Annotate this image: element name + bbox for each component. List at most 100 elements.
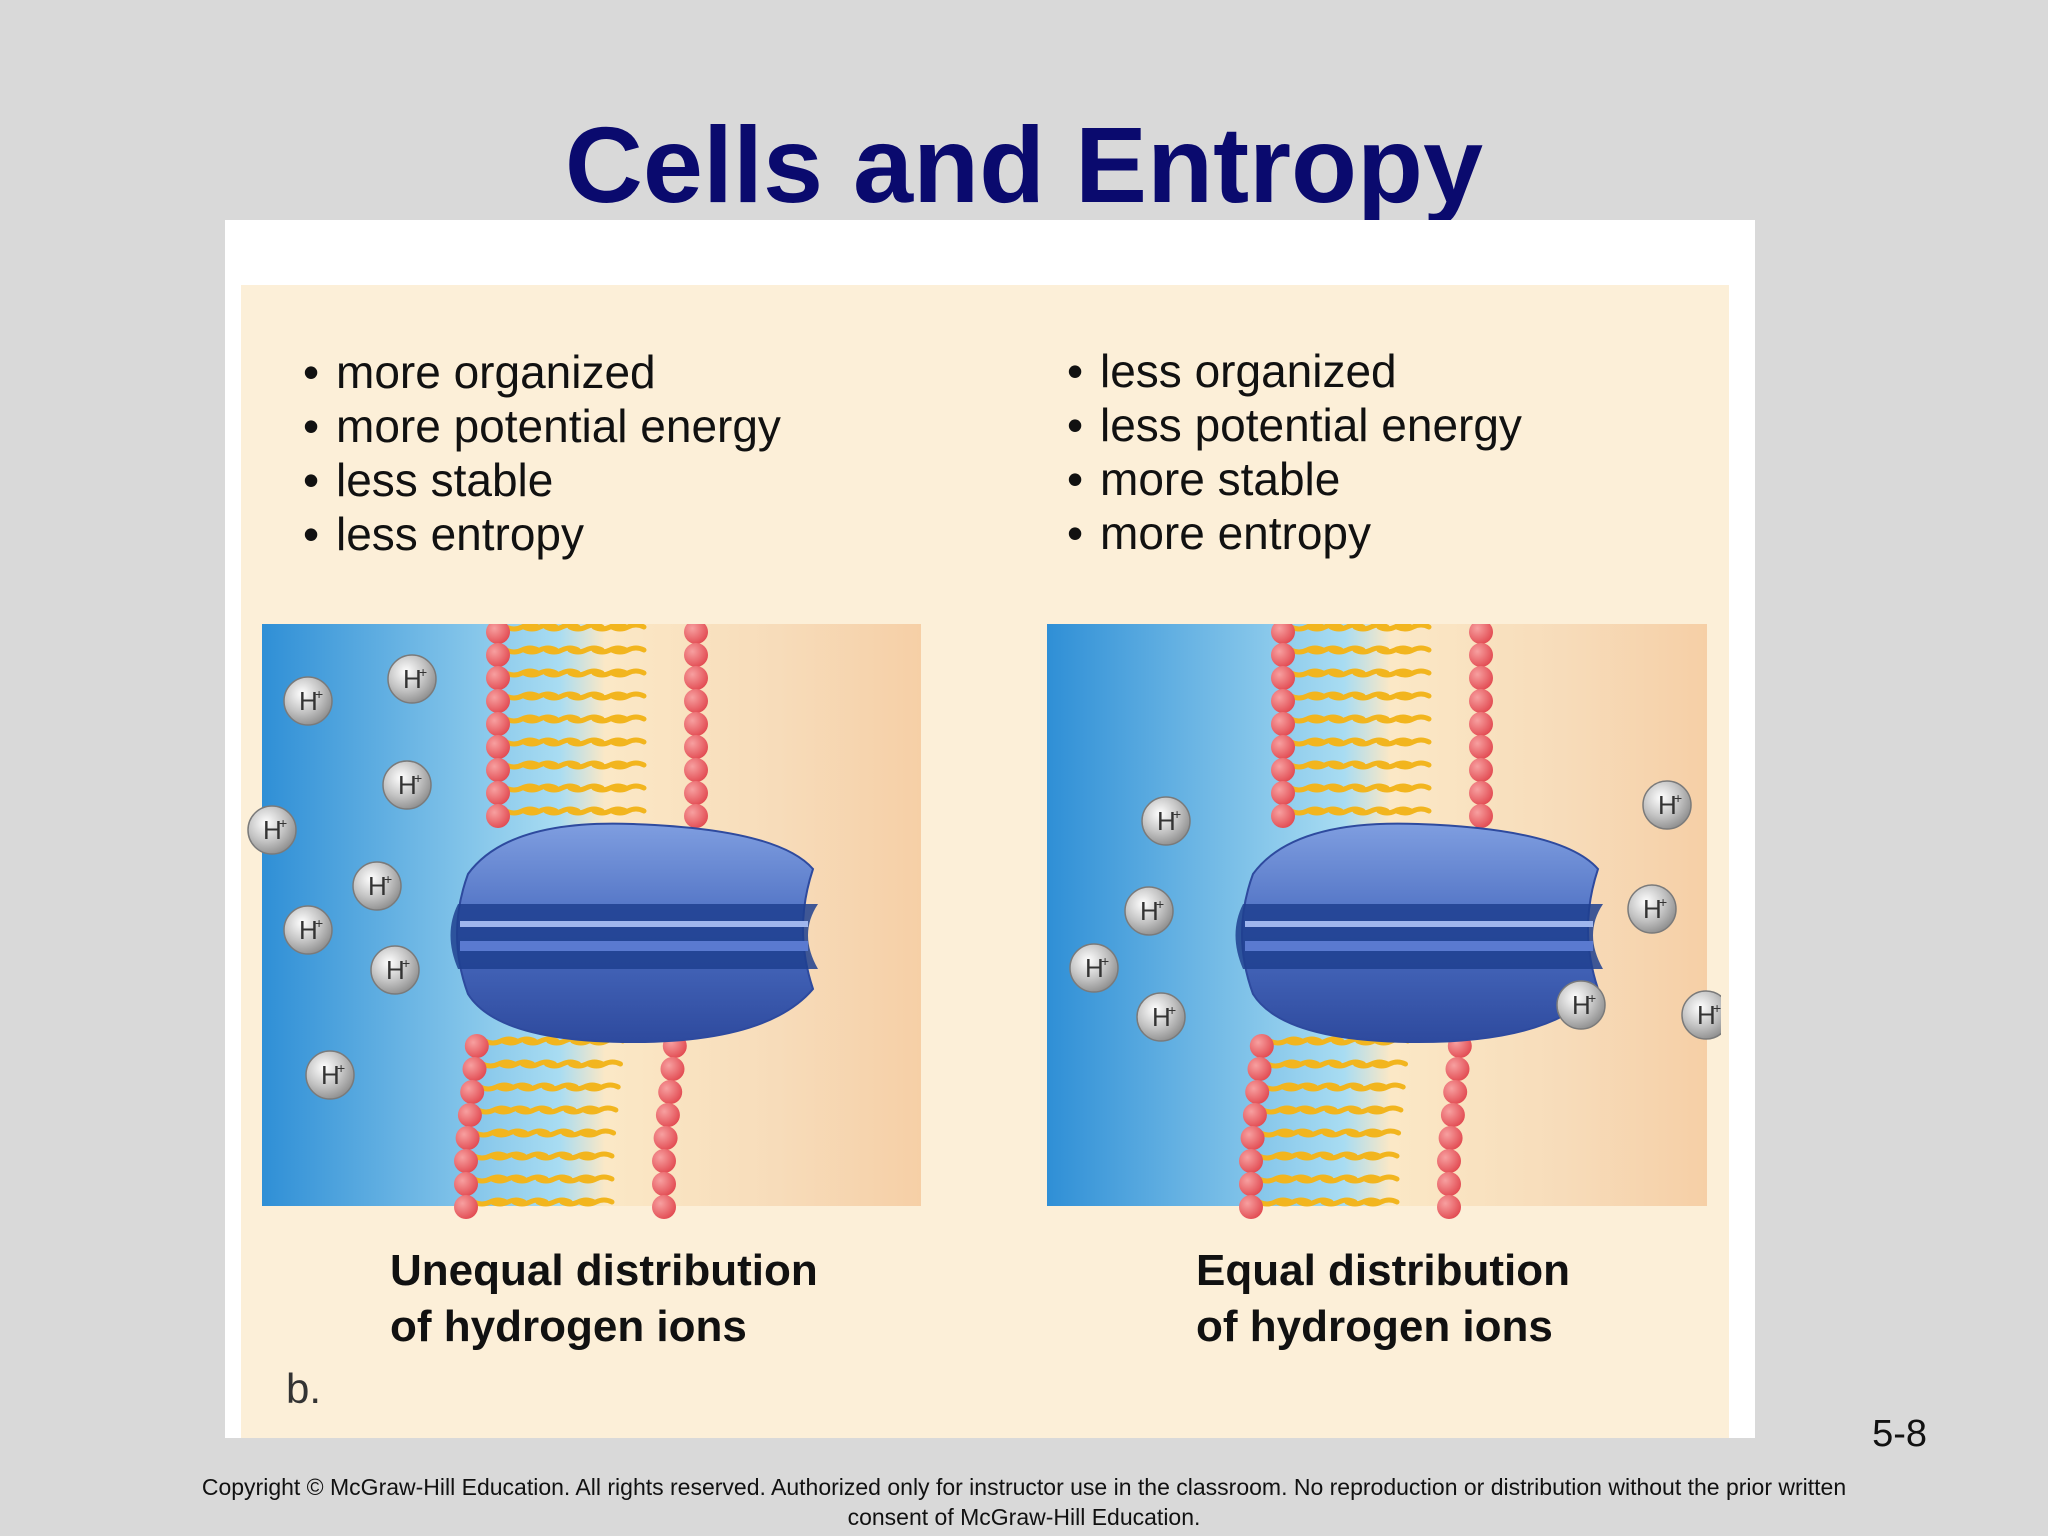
lipid-tail: [1394, 806, 1432, 816]
lipid-head: [684, 735, 708, 759]
lipid-head: [1469, 689, 1493, 713]
lipid-head: [1469, 643, 1493, 667]
lipid-tail: [567, 624, 605, 632]
left-caption-line: of hydrogen ions: [390, 1302, 747, 1351]
ion-label: H: [1157, 806, 1176, 836]
lipid-tail: [567, 806, 605, 816]
lipid-tail: [1307, 1036, 1345, 1046]
lipid-head: [660, 1057, 685, 1081]
lipid-tail: [1324, 1105, 1362, 1115]
ion-label: H: [1643, 894, 1662, 924]
ion-label: H: [1085, 953, 1104, 983]
lipid-head: [1271, 735, 1295, 759]
ion-label: H: [263, 815, 282, 845]
ion-label: H: [321, 1060, 340, 1090]
lipid-head: [1437, 1195, 1461, 1219]
lipid-tail: [1362, 1151, 1400, 1161]
lipid-tail: [1352, 624, 1390, 632]
lipid-head: [1438, 1126, 1463, 1150]
lipid-tail: [1274, 1151, 1312, 1161]
hydrogen-ions: H+H+H+H+H+H+H+H+: [1069, 780, 1721, 1042]
lipid-head: [1249, 1034, 1274, 1058]
ion-label: H: [386, 955, 405, 985]
lipid-tail: [567, 714, 605, 724]
lipid-tail: [543, 714, 581, 724]
lipid-head: [486, 804, 510, 828]
lipid-tail: [521, 737, 559, 747]
lipid-tail: [495, 1082, 533, 1092]
lipid-head: [1469, 781, 1493, 805]
lipid-tail: [535, 1174, 573, 1184]
lipid-tail: [1352, 668, 1390, 678]
channel-pore: [450, 904, 818, 969]
slide-number: 5-8: [1872, 1413, 1927, 1455]
right-bullet-item: less organized: [1067, 344, 1522, 398]
lipid-head: [1437, 1172, 1461, 1196]
lipid-head: [684, 666, 708, 690]
lipid-tail: [1352, 691, 1390, 701]
ion-sphere: [1124, 886, 1174, 936]
ion-charge: +: [315, 686, 323, 702]
lipid-head: [486, 624, 510, 644]
lipid-head: [464, 1034, 489, 1058]
ion-label: H: [368, 871, 387, 901]
lipid-head: [684, 804, 708, 828]
lipid-head: [486, 666, 510, 690]
lipid-tail: [1322, 1128, 1360, 1138]
ion-sphere: [283, 905, 333, 955]
ion-label: H: [299, 686, 318, 716]
lipid-tail: [1326, 1082, 1364, 1092]
lipid-tail: [1394, 668, 1432, 678]
right-caption-line: of hydrogen ions: [1196, 1302, 1553, 1351]
lipid-tail: [609, 624, 647, 632]
lipid-tail: [609, 783, 647, 793]
lipid-tail: [1302, 1082, 1340, 1092]
lipid-head: [1440, 1103, 1465, 1127]
lipid-tail: [567, 737, 605, 747]
lipid-tail: [513, 1128, 551, 1138]
lipid-tail: [517, 1082, 555, 1092]
ion-label: H: [403, 664, 422, 694]
lipid-tail: [1328, 668, 1366, 678]
lipid-head: [454, 1149, 478, 1173]
lipid-tail: [543, 806, 581, 816]
hydrogen-ion: H+: [305, 1050, 355, 1100]
lipid-tail: [543, 783, 581, 793]
lipid-head: [1271, 624, 1295, 644]
lipid-tail: [1298, 1128, 1336, 1138]
lipid-tail: [1328, 691, 1366, 701]
lipid-tail: [1328, 737, 1366, 747]
lipid-tail: [1352, 806, 1390, 816]
ion-sphere: [305, 1050, 355, 1100]
lipid-tail: [1306, 624, 1344, 632]
left-caption: Unequal distribution of hydrogen ions: [390, 1243, 818, 1355]
right-membrane-illustration: H+H+H+H+H+H+H+H+: [1047, 624, 1721, 1219]
lipid-tail: [609, 806, 647, 816]
channel-pore: [1235, 904, 1603, 969]
lipid-head: [652, 1172, 676, 1196]
right-bullet-item: more entropy: [1067, 506, 1522, 560]
lipid-tail: [1328, 760, 1366, 770]
lipid-tail: [1329, 1059, 1366, 1069]
lipid-tail: [1394, 760, 1432, 770]
lipid-tail: [521, 714, 559, 724]
lipid-tail: [1305, 1059, 1342, 1069]
lipid-tail: [543, 737, 581, 747]
hydrogen-ion: H+: [1069, 943, 1119, 993]
lipid-tail: [520, 1059, 557, 1069]
lipid-head: [462, 1057, 487, 1081]
lipid-tail: [1285, 1036, 1323, 1046]
lipid-tail: [567, 760, 605, 770]
ion-charge: +: [414, 770, 422, 786]
lipid-tail: [1278, 1105, 1316, 1115]
lipid-tail: [586, 1059, 623, 1069]
hydrogen-ion: H+: [1556, 980, 1606, 1030]
lipid-tail: [544, 1059, 581, 1069]
lipid-head: [658, 1080, 683, 1104]
lipid-head: [454, 1195, 478, 1219]
hydrogen-ion: H+: [283, 905, 333, 955]
ion-sphere: [387, 654, 437, 704]
lipid-head: [486, 689, 510, 713]
lipid-tail: [539, 1105, 577, 1115]
hydrogen-ion: H+: [382, 760, 432, 810]
